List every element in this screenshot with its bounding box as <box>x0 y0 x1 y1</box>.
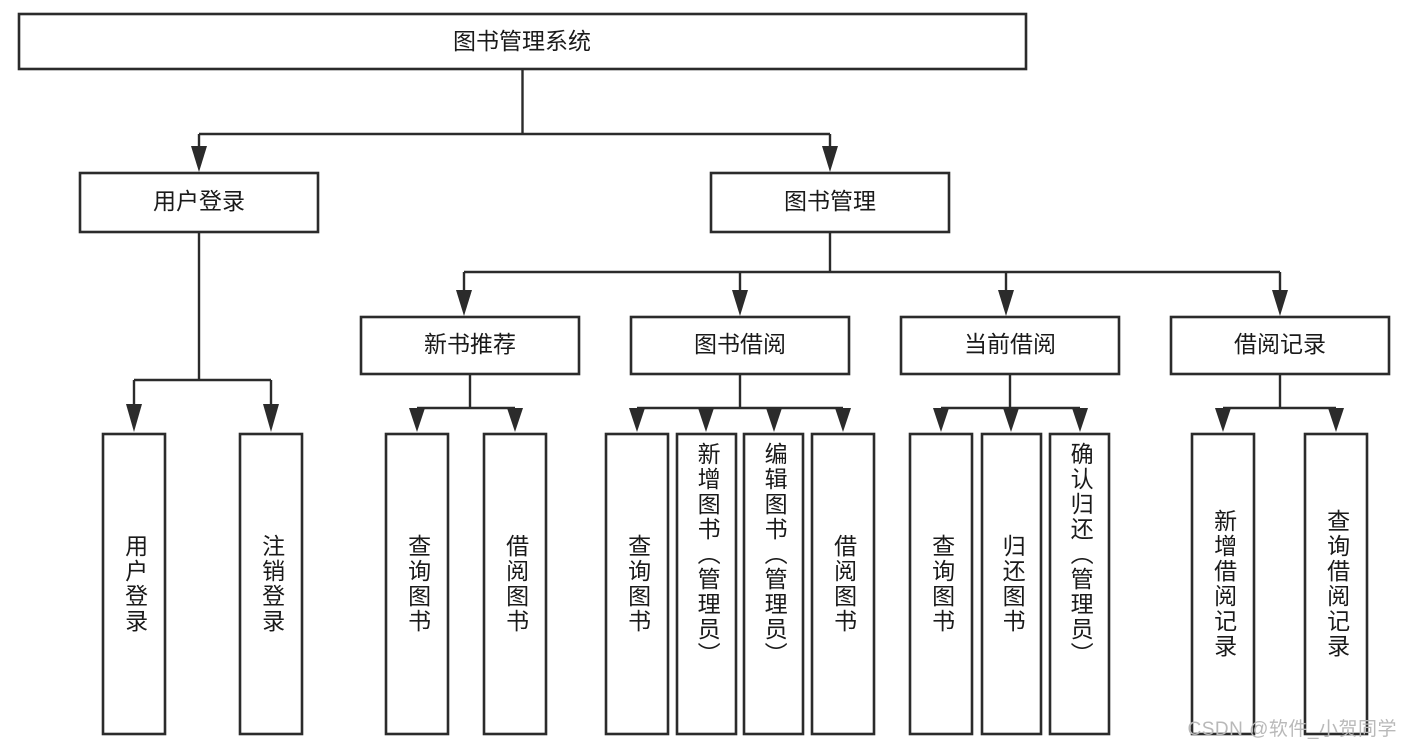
arrow-head-leaf-return-book <box>1003 408 1019 432</box>
node-root[interactable]: 图书管理系统 <box>17 12 1028 71</box>
node-book-borrow[interactable]: 图书借阅 <box>629 315 851 376</box>
csdn-watermark: CSDN @软件_小贺同学 <box>1187 719 1397 740</box>
connector-group-book-manage-to-level3 <box>456 232 1288 316</box>
arrow-head-leaf-query-book-3 <box>933 408 949 432</box>
arrow-head-leaf-borrow-book-2 <box>835 408 851 432</box>
node-user-login-rect[interactable] <box>78 171 320 234</box>
arrow-head-leaf-query-book-1 <box>409 408 425 432</box>
arrow-head-leaf-add-record <box>1215 408 1231 432</box>
node-book-manage[interactable]: 图书管理 <box>709 171 951 234</box>
node-leaf-confirm-return-rect[interactable] <box>1048 432 1111 736</box>
node-root-rect[interactable] <box>17 12 1028 71</box>
node-leaf-edit-book-rect[interactable] <box>742 432 805 736</box>
node-new-book-rec-label: 新书推荐 <box>424 331 516 357</box>
connector-group-root-to-level2 <box>191 69 838 172</box>
node-new-book-rec[interactable]: 新书推荐 <box>359 315 581 376</box>
node-new-book-rec-rect[interactable] <box>359 315 581 376</box>
node-borrow-record[interactable]: 借阅记录 <box>1169 315 1391 376</box>
arrow-head-leaf-user-login <box>126 404 142 432</box>
arrow-head-book-borrow <box>732 290 748 316</box>
node-leaf-user-logout-rect[interactable] <box>238 432 304 736</box>
node-book-manage-label: 图书管理 <box>784 188 876 214</box>
node-book-borrow-rect[interactable] <box>629 315 851 376</box>
connector-group-user-login-to-leaves <box>126 232 279 432</box>
node-leaf-add-record-rect[interactable] <box>1190 432 1256 736</box>
node-book-manage-rect[interactable] <box>709 171 951 234</box>
node-leaf-add-book-rect[interactable] <box>675 432 738 736</box>
connector-group-new-book-rec-to-leaves <box>409 374 523 432</box>
arrow-head-new-book-rec <box>456 290 472 316</box>
node-leaf-query-book-2-rect[interactable] <box>604 432 670 736</box>
connector-group-book-borrow-to-leaves <box>629 374 851 432</box>
node-leaf-user-login-rect[interactable] <box>101 432 167 736</box>
node-leaf-query-book-1-rect[interactable] <box>384 432 450 736</box>
node-current-borrow-rect[interactable] <box>899 315 1121 376</box>
node-leaf-borrow-book-1-rect[interactable] <box>482 432 548 736</box>
arrow-head-user-login <box>191 146 207 172</box>
connector-group-current-borrow-to-leaves <box>933 374 1088 432</box>
node-user-login[interactable]: 用户登录 <box>78 171 320 234</box>
node-leaf-query-book-3-rect[interactable] <box>908 432 974 736</box>
arrow-head-leaf-add-book <box>698 408 714 432</box>
arrow-head-leaf-borrow-book-1 <box>507 408 523 432</box>
node-borrow-record-label: 借阅记录 <box>1234 331 1326 357</box>
connector-group-borrow-record-to-leaves <box>1215 374 1344 432</box>
arrow-head-leaf-user-logout <box>263 404 279 432</box>
node-user-login-label: 用户登录 <box>153 188 245 214</box>
node-leaf-borrow-book-2-rect[interactable] <box>810 432 876 736</box>
node-book-borrow-label: 图书借阅 <box>694 331 786 357</box>
arrow-head-current-borrow <box>998 290 1014 316</box>
arrow-head-leaf-query-record <box>1328 408 1344 432</box>
arrow-head-leaf-edit-book <box>766 408 782 432</box>
node-root-label: 图书管理系统 <box>453 28 591 54</box>
node-current-borrow[interactable]: 当前借阅 <box>899 315 1121 376</box>
arrow-head-leaf-confirm-return <box>1072 408 1088 432</box>
arrow-head-borrow-record <box>1272 290 1288 316</box>
node-leaf-query-record-rect[interactable] <box>1303 432 1369 736</box>
node-leaf-return-book-rect[interactable] <box>980 432 1043 736</box>
node-current-borrow-label: 当前借阅 <box>964 331 1056 357</box>
arrow-head-book-manage <box>822 146 838 172</box>
node-borrow-record-rect[interactable] <box>1169 315 1391 376</box>
arrow-head-leaf-query-book-2 <box>629 408 645 432</box>
